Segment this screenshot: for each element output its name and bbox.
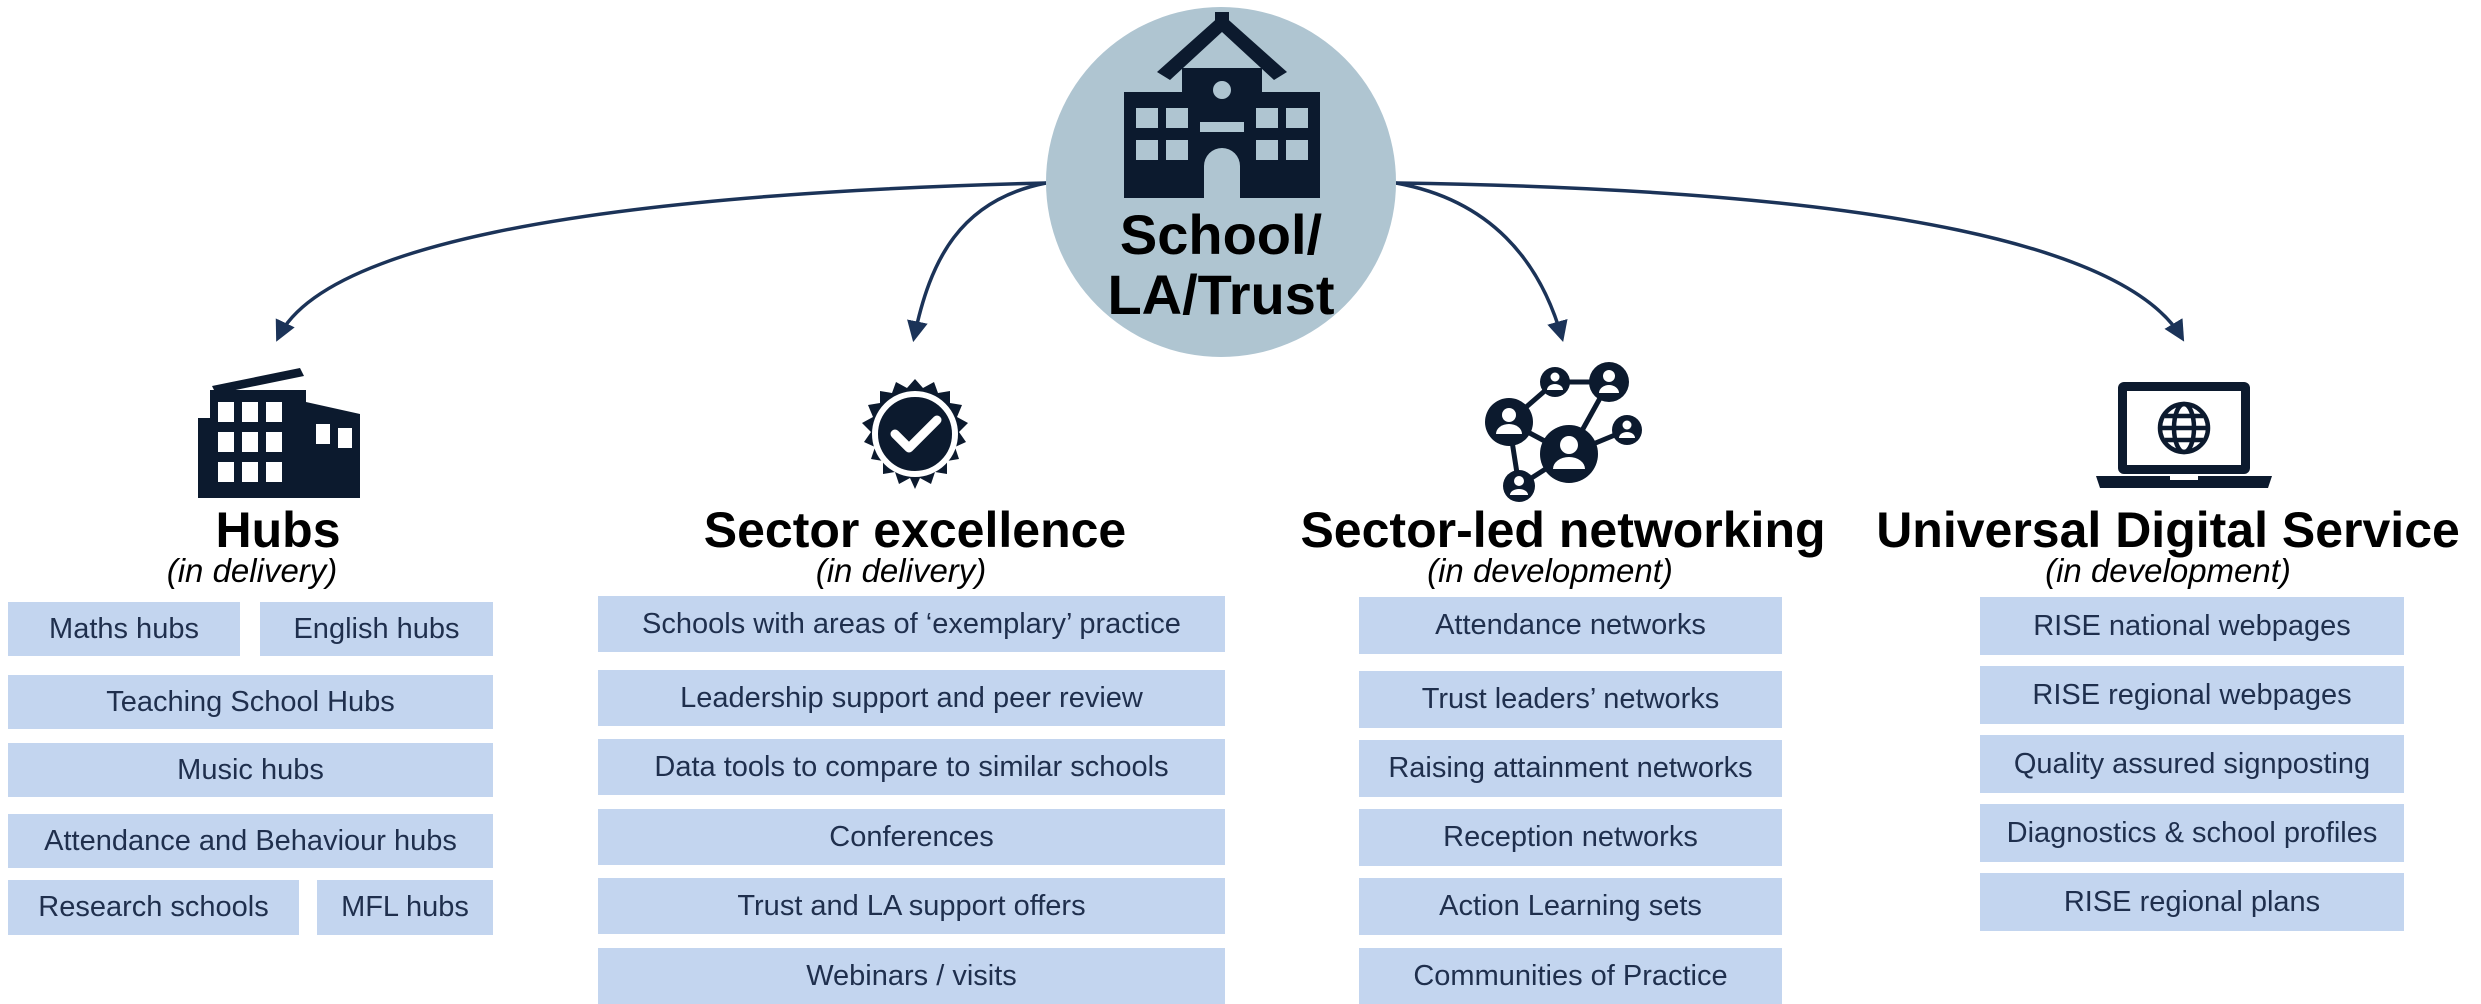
digital-item-regional-webpages: RISE regional webpages: [1980, 666, 2404, 724]
networking-item-raising-attainment: Raising attainment networks: [1359, 740, 1782, 797]
networking-status: (in development): [1427, 552, 1673, 589]
excellence-item-conferences: Conferences: [598, 809, 1225, 865]
digital-service-status: (in development): [2045, 552, 2291, 589]
excellence-item-exemplary: Schools with areas of ‘exemplary’ practi…: [598, 596, 1225, 652]
central-title-line1: School/: [1119, 203, 1323, 266]
networking-item-trust-leaders: Trust leaders’ networks: [1359, 671, 1782, 728]
digital-service-title: Universal Digital Service: [1876, 502, 2460, 558]
arrow-to-digital-service: [1395, 181, 2185, 342]
hubs-item-attendance-behaviour: Attendance and Behaviour hubs: [8, 814, 493, 868]
excellence-item-webinars: Webinars / visits: [598, 948, 1225, 1004]
school-building-icon: [1124, 12, 1320, 198]
networking-item-communities: Communities of Practice: [1359, 948, 1782, 1004]
hubs-item-research-schools: Research schools: [8, 880, 299, 935]
networking-item-action-learning: Action Learning sets: [1359, 878, 1782, 935]
hubs-item-mfl: MFL hubs: [317, 880, 493, 935]
hubs-item-teaching-school: Teaching School Hubs: [8, 675, 493, 729]
central-title-line2: LA/Trust: [1107, 263, 1335, 326]
arrow-to-sector-networking: [1395, 181, 1568, 343]
digital-item-national-webpages: RISE national webpages: [1980, 597, 2404, 655]
networking-title: Sector-led networking: [1300, 502, 1826, 558]
sector-excellence-status: (in delivery): [815, 552, 987, 589]
arrow-to-hubs: [275, 181, 1047, 342]
laptop-globe-icon: [2096, 382, 2272, 488]
arrow-to-sector-excellence: [907, 181, 1047, 343]
networking-item-attendance: Attendance networks: [1359, 597, 1782, 654]
sector-excellence-title: Sector excellence: [703, 502, 1127, 558]
networking-item-reception: Reception networks: [1359, 809, 1782, 866]
digital-item-signposting: Quality assured signposting: [1980, 735, 2404, 793]
hubs-status: (in delivery): [166, 552, 338, 589]
excellence-item-leadership: Leadership support and peer review: [598, 670, 1225, 726]
excellence-item-support-offers: Trust and LA support offers: [598, 878, 1225, 934]
digital-item-regional-plans: RISE regional plans: [1980, 873, 2404, 931]
hubs-item-english: English hubs: [260, 602, 493, 656]
hubs-title: Hubs: [215, 502, 341, 558]
hub-building-icon: [198, 368, 360, 498]
certified-badge-icon: [862, 379, 968, 489]
excellence-item-data-tools: Data tools to compare to similar schools: [598, 739, 1225, 795]
central-title: School/ LA/Trust: [1046, 205, 1396, 325]
hubs-item-maths: Maths hubs: [8, 602, 240, 656]
people-network-icon: [1485, 362, 1642, 502]
hubs-item-music: Music hubs: [8, 743, 493, 797]
digital-item-diagnostics: Diagnostics & school profiles: [1980, 804, 2404, 862]
